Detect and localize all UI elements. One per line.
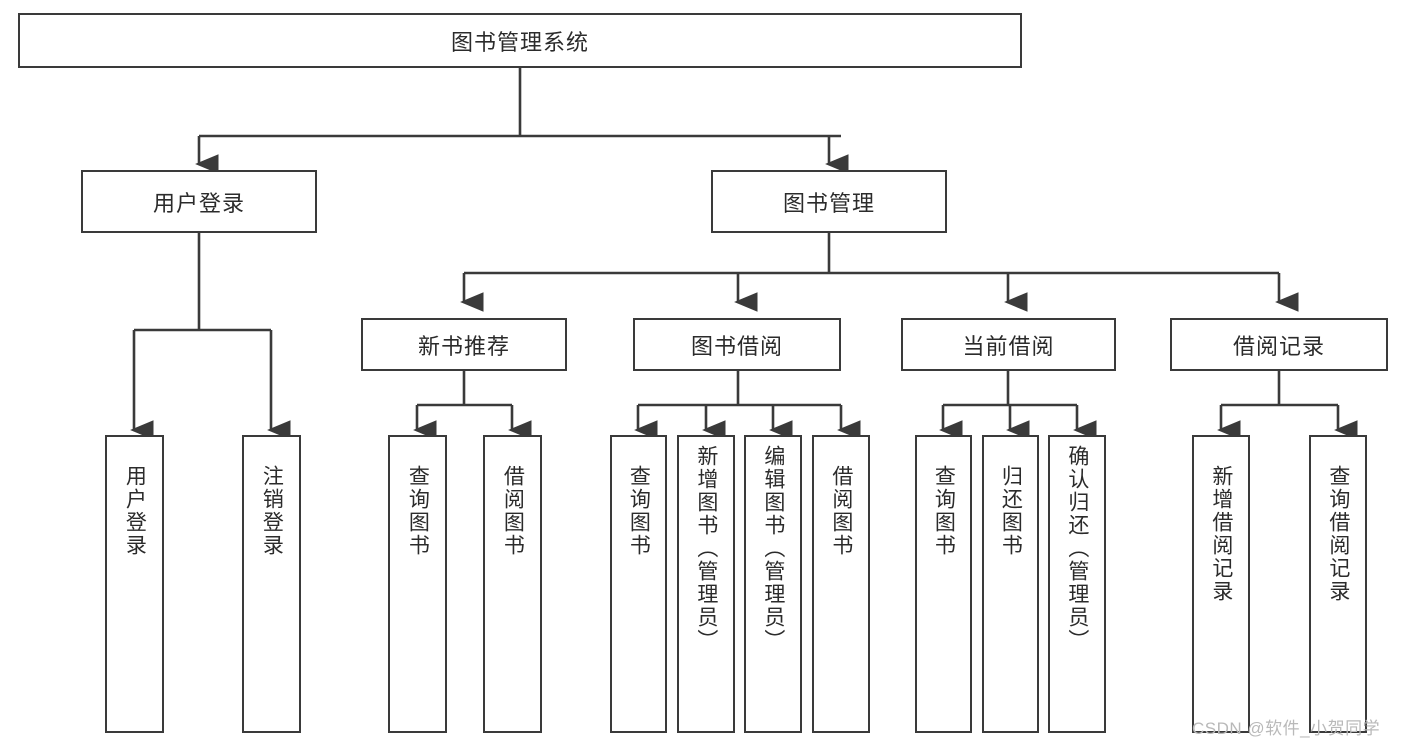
node-book-management[interactable]: 图书管理	[711, 170, 947, 233]
node-new-book-recommend-label: 新书推荐	[417, 333, 510, 359]
leaf-borrow-edit-book-admin[interactable]: 编辑图书（管理员）	[744, 435, 802, 733]
node-book-borrow[interactable]: 图书借阅	[633, 318, 841, 371]
node-new-book-recommend[interactable]: 新书推荐	[361, 318, 567, 371]
leaf-user-login-logout[interactable]: 注销登录	[242, 435, 301, 733]
leaf-recommend-borrow-book[interactable]: 借阅图书	[483, 435, 542, 733]
leaf-label: 新增图书（管理员）	[694, 445, 718, 652]
leaf-label: 查询图书	[406, 465, 430, 557]
node-borrow-record-label: 借阅记录	[1232, 333, 1325, 359]
node-current-borrow-label: 当前借阅	[962, 333, 1055, 359]
leaf-label: 借阅图书	[501, 465, 525, 557]
node-user-login-label: 用户登录	[152, 190, 245, 216]
leaf-label: 归还图书	[999, 465, 1023, 557]
leaf-label: 确认归还（管理员）	[1065, 445, 1089, 652]
leaf-label: 注销登录	[260, 465, 284, 557]
node-root-label: 图书管理系统	[450, 29, 589, 55]
leaf-record-query-record[interactable]: 查询借阅记录	[1309, 435, 1367, 733]
watermark: CSDN @软件_小贺同学	[1192, 719, 1381, 738]
leaf-current-query-book[interactable]: 查询图书	[915, 435, 972, 733]
leaf-label: 查询图书	[627, 465, 651, 557]
leaf-recommend-query-book[interactable]: 查询图书	[388, 435, 447, 733]
leaf-current-confirm-return-admin[interactable]: 确认归还（管理员）	[1048, 435, 1106, 733]
leaf-label: 编辑图书（管理员）	[761, 445, 785, 652]
leaf-borrow-borrow-book[interactable]: 借阅图书	[812, 435, 870, 733]
leaf-user-login-login[interactable]: 用户登录	[105, 435, 164, 733]
node-root[interactable]: 图书管理系统	[18, 13, 1022, 68]
node-book-management-label: 图书管理	[782, 190, 875, 216]
node-current-borrow[interactable]: 当前借阅	[901, 318, 1116, 371]
leaf-label: 查询图书	[932, 465, 956, 557]
leaf-label: 新增借阅记录	[1209, 465, 1233, 603]
leaf-record-add-record[interactable]: 新增借阅记录	[1192, 435, 1250, 733]
leaf-borrow-add-book-admin[interactable]: 新增图书（管理员）	[677, 435, 735, 733]
node-user-login[interactable]: 用户登录	[81, 170, 317, 233]
leaf-label: 用户登录	[123, 465, 147, 557]
leaf-borrow-query-book[interactable]: 查询图书	[610, 435, 667, 733]
leaf-current-return-book[interactable]: 归还图书	[982, 435, 1039, 733]
leaf-label: 借阅图书	[829, 465, 853, 557]
node-book-borrow-label: 图书借阅	[690, 333, 783, 359]
leaf-label: 查询借阅记录	[1326, 465, 1350, 603]
node-borrow-record[interactable]: 借阅记录	[1170, 318, 1388, 371]
